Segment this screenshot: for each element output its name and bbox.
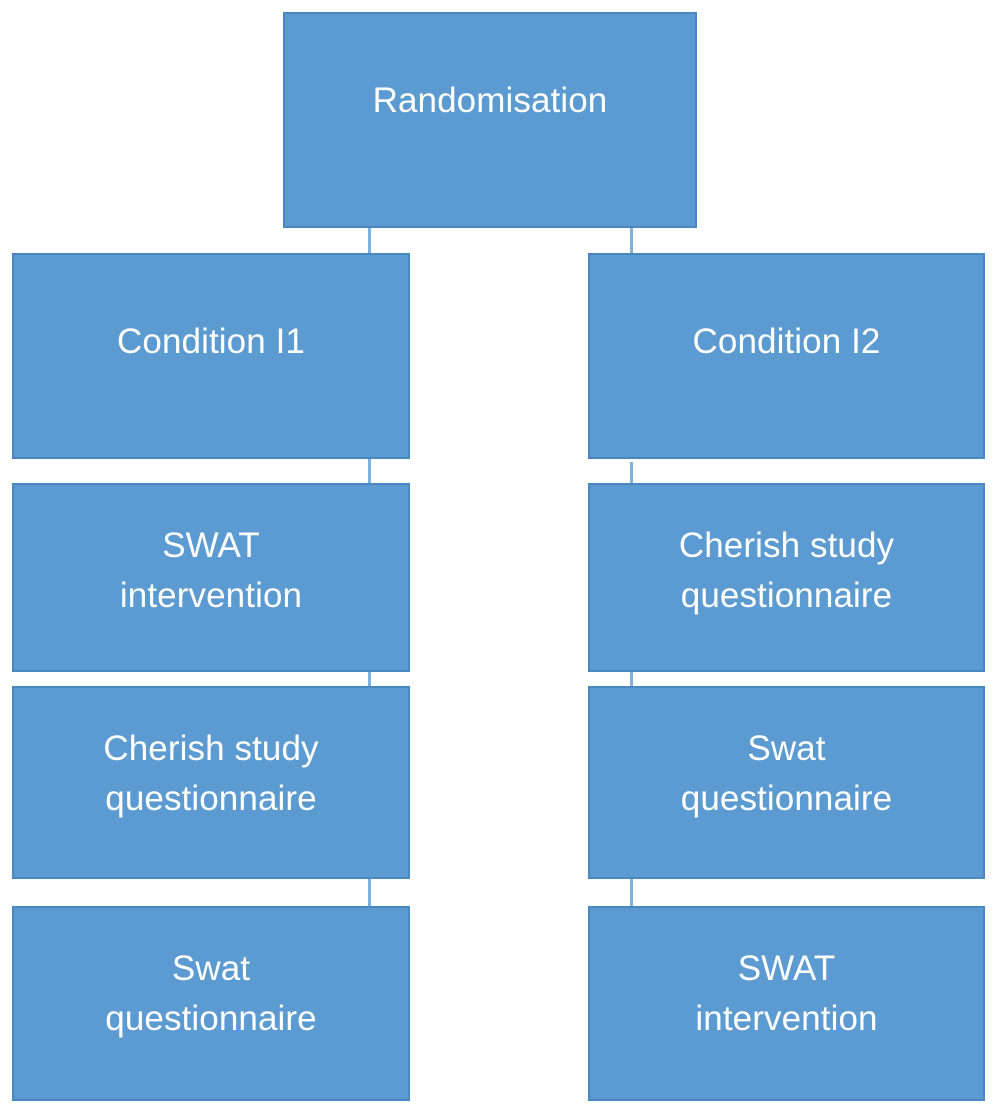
node-right-step-2[interactable]: Swat questionnaire: [588, 686, 985, 879]
node-right-step-3-label: SWAT intervention: [695, 949, 878, 1038]
node-left-step-2[interactable]: Cherish study questionnaire: [12, 686, 410, 879]
node-condition-i1[interactable]: Condition I1: [12, 253, 410, 459]
connector-left-1-to-2: [368, 459, 371, 483]
connector-right-3-to-4: [630, 879, 633, 906]
node-randomisation-label: Randomisation: [372, 81, 608, 120]
node-left-step-3[interactable]: Swat questionnaire: [12, 906, 410, 1101]
node-left-step-2-label: Cherish study questionnaire: [103, 729, 319, 818]
node-left-step-3-label: Swat questionnaire: [105, 949, 317, 1038]
node-condition-i1-label: Condition I1: [117, 322, 305, 361]
node-right-step-2-label: Swat questionnaire: [680, 729, 893, 818]
node-left-step-1-label: SWAT intervention: [119, 526, 303, 615]
node-left-step-1[interactable]: SWAT intervention: [12, 483, 410, 672]
node-right-step-3[interactable]: SWAT intervention: [588, 906, 985, 1101]
node-condition-i2[interactable]: Condition I2: [588, 253, 985, 459]
node-condition-i2-label: Condition I2: [692, 322, 881, 361]
connector-randomisation-to-condition-i1: [368, 228, 371, 253]
node-randomisation[interactable]: Randomisation: [283, 12, 697, 228]
connector-right-2-to-3: [630, 672, 633, 686]
connector-randomisation-to-condition-i2: [630, 228, 633, 255]
node-right-step-1-label: Cherish study questionnaire: [678, 526, 895, 615]
node-right-step-1[interactable]: Cherish study questionnaire: [588, 483, 985, 672]
connector-left-2-to-3: [368, 672, 371, 686]
connector-left-3-to-4: [368, 879, 371, 906]
connector-right-1-to-2: [630, 462, 633, 483]
